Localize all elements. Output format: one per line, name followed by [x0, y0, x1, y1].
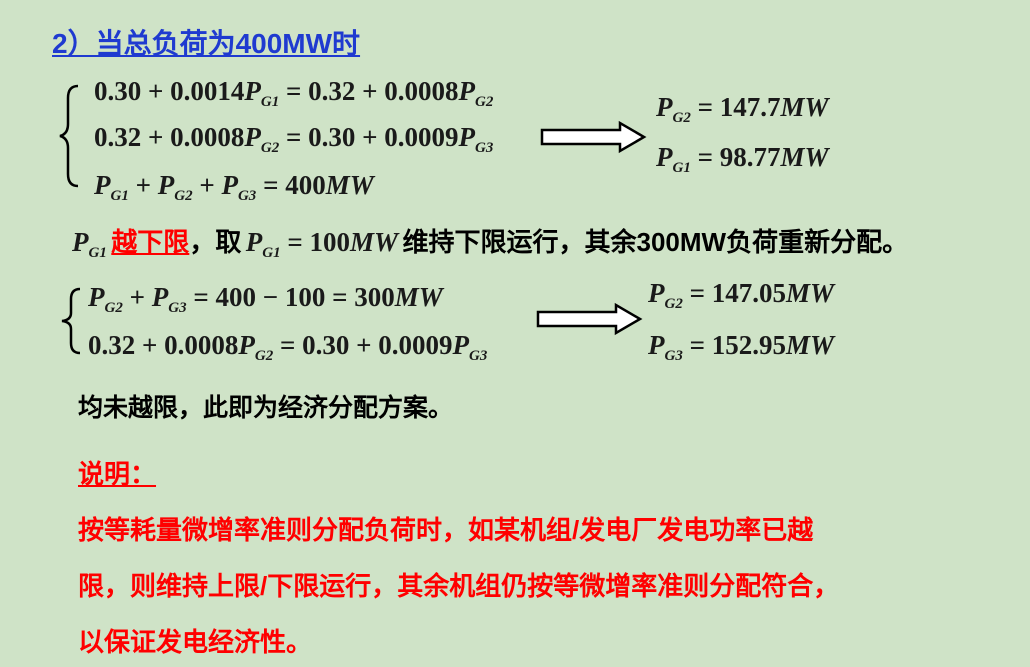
result-pg1-1: PG1 = 98.77MW — [656, 142, 829, 176]
implies-arrow-2 — [536, 302, 643, 336]
implies-arrow-1 — [540, 120, 647, 154]
conclusion-text: 均未越限，此即为经济分配方案。 — [78, 394, 454, 422]
note-heading: 说明： — [78, 459, 157, 489]
over-limit-label: 越下限 — [111, 227, 190, 257]
left-brace-2 — [61, 287, 81, 355]
result-pg2-1: PG2 = 147.7MW — [656, 92, 829, 126]
equation-1-1: 0.30 + 0.0014PG1 = 0.32 + 0.0008PG2 — [94, 76, 494, 110]
note-line-2: 限，则维持上限/下限运行，其余机组仍按等微增率准则分配符合， — [78, 571, 840, 601]
note-line-1: 按等耗量微增率准则分配负荷时，如某机组/发电厂发电功率已越 — [78, 515, 814, 545]
section-title: 2）当总负荷为400MW时 — [52, 28, 361, 59]
equation-1-3: PG1 + PG2 + PG3 = 400MW — [94, 170, 374, 204]
equation-1-2: 0.32 + 0.0008PG2 = 0.30 + 0.0009PG3 — [94, 122, 494, 156]
equation-2-2: 0.32 + 0.0008PG2 = 0.30 + 0.0009PG3 — [88, 330, 488, 364]
violation-line: PG1 越下限，取 PG1 = 100MW 维持下限运行，其余300MW负荷重新… — [72, 227, 909, 261]
note-line-3: 以保证发电经济性。 — [78, 627, 313, 657]
left-brace-1 — [59, 84, 79, 188]
result-pg3-2: PG3 = 152.95MW — [648, 330, 834, 364]
result-pg2-2: PG2 = 147.05MW — [648, 278, 834, 312]
equation-2-1: PG2 + PG3 = 400 − 100 = 300MW — [88, 282, 443, 316]
pg1-fixed: PG1 = 100MW — [245, 227, 399, 261]
pg1-symbol: PG1 — [72, 227, 107, 261]
